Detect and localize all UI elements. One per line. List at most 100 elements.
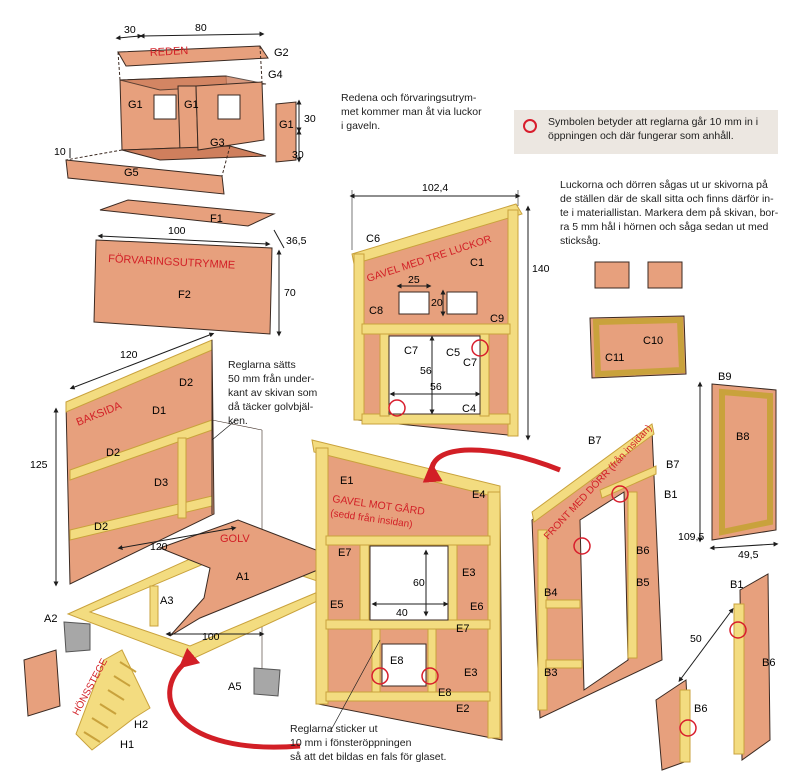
hatch-cutout-1 xyxy=(594,261,630,289)
label-B1-a: B1 xyxy=(664,489,677,501)
dim-36-5: 36,5 xyxy=(286,235,307,247)
note-luckor: Luckorna och dörren sågas ut ur skivorna… xyxy=(560,179,779,247)
front-rail-B1 xyxy=(599,465,657,499)
title-reden: REDEN xyxy=(150,45,189,59)
label-B3: B3 xyxy=(544,667,557,679)
label-C8: C8 xyxy=(369,305,383,317)
gable-yard-post-E8b xyxy=(427,628,437,693)
marker-circle xyxy=(471,339,489,357)
reden-hole-2 xyxy=(217,94,241,120)
gable-left-stud-C8 xyxy=(353,253,365,421)
front-door-group: FRONT MED DÖRR (från insidan) B7 B7 B1 B… xyxy=(531,422,679,719)
label-F1: F1 xyxy=(210,213,223,225)
ladder-group: HÖNSSTEGE H2 H1 xyxy=(23,649,151,751)
assembly-arrow-top xyxy=(422,447,561,483)
note-symbol: Symbolen betyder att reglarna går 10 mm … xyxy=(514,110,778,154)
dim-49-5: 49,5 xyxy=(738,549,759,561)
dim-30c: 30 xyxy=(292,149,304,161)
floor-foot-left xyxy=(63,621,91,653)
label-C1: C1 xyxy=(470,257,484,269)
note-redena: Redena och förvaringsutrym- met kommer m… xyxy=(341,92,482,132)
door-B8-group: 109,5 49,5 B9 B8 xyxy=(678,371,779,561)
gable-yard-group: 60 40 E1 GAVEL MOT GÅRD (sedd från insid… xyxy=(311,439,503,741)
gable-yard-rail-E3a xyxy=(325,535,491,546)
label-B4: B4 xyxy=(544,587,557,599)
label-C10: C10 xyxy=(643,335,663,347)
label-G3: G3 xyxy=(210,137,225,149)
gable-right-stud-C9 xyxy=(507,209,519,437)
storage-shelf-F1 xyxy=(99,199,276,227)
front-stud-B4 xyxy=(537,529,548,711)
label-A5: A5 xyxy=(228,681,241,693)
floor-joist-A3 xyxy=(149,585,159,627)
ladder-board-H1 xyxy=(75,649,151,751)
reden-group: 30 80 30 30 10 REDEN G2 G4 G1 G1 G1 G3 G… xyxy=(54,22,316,195)
front-door-opening xyxy=(579,491,629,691)
front-rail-B3 xyxy=(545,659,583,669)
dim-140: 140 xyxy=(532,263,550,275)
floor-group: 120 100 GOLV A1 A3 A2 A5 xyxy=(44,519,357,697)
gable-hatch-2 xyxy=(446,291,478,315)
gable-three-hatches: 102,4 140 25 20 56 56 GAVEL MED TRE LUCK… xyxy=(349,182,550,441)
label-C7-a: C7 xyxy=(404,345,418,357)
front-stud-B6 xyxy=(627,491,638,659)
dim-56-a: 56 xyxy=(420,365,432,377)
gable-mid-rail-C5 xyxy=(361,323,511,335)
floor-foot-right xyxy=(253,667,281,697)
note-reglarna-satts: Reglarna sätts 50 mm från under- kant av… xyxy=(228,359,318,427)
dim-20: 20 xyxy=(431,297,443,309)
label-E5: E5 xyxy=(330,599,343,611)
title-golv: GOLV xyxy=(220,533,250,545)
hatches-group: C10 C11 xyxy=(589,261,687,379)
dim-30b: 30 xyxy=(304,113,316,125)
door-frame-B9 xyxy=(719,388,773,536)
gable-door-opening xyxy=(388,335,481,415)
dim-70: 70 xyxy=(284,287,296,299)
detail-stud-B1 xyxy=(733,603,745,755)
label-B5: B5 xyxy=(636,577,649,589)
label-H1: H1 xyxy=(120,739,134,751)
marker-circle xyxy=(421,667,439,685)
reden-lid-G2 xyxy=(117,45,269,67)
marker-circle xyxy=(679,719,697,737)
label-E8-b: E8 xyxy=(438,687,451,699)
label-D2-c: D2 xyxy=(94,521,108,533)
reden-front-G5 xyxy=(65,159,225,195)
label-G2: G2 xyxy=(274,47,289,59)
dim-125: 125 xyxy=(30,459,48,471)
door-frame-C10 xyxy=(592,316,686,378)
label-E8-a: E8 xyxy=(390,655,403,667)
dim-60: 60 xyxy=(413,577,425,589)
marker-circle xyxy=(611,485,629,503)
marker-circle xyxy=(371,667,389,685)
detail-stud-B6-lower xyxy=(679,689,691,763)
storage-group: 100 36,5 70 F1 FÖRVARINGSUTRYMME F2 xyxy=(93,199,307,337)
dim-109-5: 109,5 xyxy=(678,531,704,543)
gable-yard-right-stud-E6 xyxy=(487,491,501,739)
dim-102-4: 102,4 xyxy=(422,182,448,194)
gable-yard-left-stud-E5 xyxy=(315,447,329,705)
dim-100a: 100 xyxy=(168,225,186,237)
label-C4: C4 xyxy=(462,403,476,415)
label-E1: E1 xyxy=(340,475,353,487)
label-C6: C6 xyxy=(366,233,380,245)
marker-circle xyxy=(573,537,591,555)
label-D2-a: D2 xyxy=(179,377,193,389)
gable-yard-jamb-E7a xyxy=(359,544,370,621)
marker-circle xyxy=(388,399,406,417)
label-B7-b: B7 xyxy=(666,459,679,471)
label-C7-b: C7 xyxy=(463,357,477,369)
label-E2: E2 xyxy=(456,703,469,715)
dim-10: 10 xyxy=(54,146,66,158)
label-D1: D1 xyxy=(152,405,166,417)
reden-end-G1 xyxy=(275,101,297,163)
label-G1-a: G1 xyxy=(128,99,143,111)
gable-hatch-1 xyxy=(398,291,430,315)
detail-stud-group: 50 B1 B6 B6 xyxy=(655,573,775,771)
label-E3-b: E3 xyxy=(464,667,477,679)
label-G4: G4 xyxy=(268,69,283,81)
label-F2: F2 xyxy=(178,289,191,301)
dim-80: 80 xyxy=(195,22,207,34)
label-B9: B9 xyxy=(718,371,731,383)
